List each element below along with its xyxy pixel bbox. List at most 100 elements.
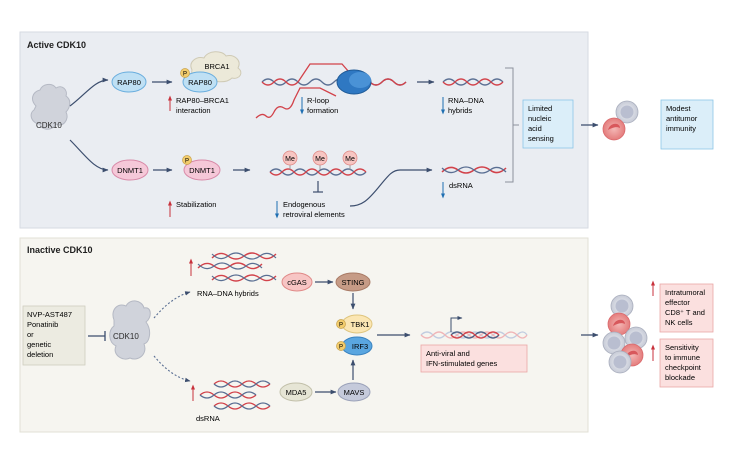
r-loop-line1: R-loop <box>307 96 329 105</box>
methyl-mark: Me <box>342 150 358 170</box>
rap80-brca1-interaction-note: RAP80–BRCA1 interaction <box>168 95 229 115</box>
effector-line2: effector <box>665 298 690 307</box>
tbk1-node: TBK1 P <box>336 314 373 334</box>
effector-line1: Intratumoral <box>665 288 705 297</box>
gene-dna-node <box>420 316 528 339</box>
mavs-node: MAVS <box>337 382 371 402</box>
inhibitor-line2: Ponatinib <box>27 320 58 329</box>
checkpoint-sensitivity-box: Sensitivity to immune checkpoint blockad… <box>651 338 714 388</box>
rap80-label: RAP80 <box>117 78 141 87</box>
active-panel-title: Active CDK10 <box>27 40 86 50</box>
erv-note: Endogenous retroviral elements <box>275 200 345 219</box>
effector-line3: CD8⁺ T and <box>665 308 705 317</box>
phospho-dnmt1-node: DNMT1 P <box>182 155 221 181</box>
checkpoint-line4: blockade <box>665 373 695 382</box>
phosphate-label: P <box>185 159 189 165</box>
dashed-arrow-to-dsrna <box>153 355 191 383</box>
outcome-line1: Modest <box>666 104 692 113</box>
cdk10-protein-icon: CDK10 <box>30 83 71 130</box>
stabilization-note: Stabilization <box>168 200 216 217</box>
hybrids-label: RNA–DNA hybrids <box>197 289 259 298</box>
methylated-dna-node: Me Me Me <box>269 150 367 176</box>
limited-sensing-box: Limited nucleic acid sensing <box>522 99 574 149</box>
me-label: Me <box>315 156 325 163</box>
sensing-line4: sensing <box>528 134 554 143</box>
mavs-label: MAVS <box>344 388 365 397</box>
checkpoint-line2: to immune <box>665 353 700 362</box>
phosphate-label: P <box>339 345 343 351</box>
grouping-bracket <box>505 67 519 183</box>
cdk10-protein-icon: CDK10 <box>109 300 151 360</box>
inhibitor-line5: deletion <box>27 350 53 359</box>
sting-node: STING <box>335 272 371 292</box>
inhibitor-box: NVP-AST487 Ponatinib or genetic deletion <box>22 305 86 366</box>
phosphate-label: P <box>183 72 187 78</box>
phosphate-label: P <box>339 323 343 329</box>
immune-cells-icon <box>602 100 639 141</box>
mda5-node: MDA5 <box>279 382 313 402</box>
dnmt1-label: DNMT1 <box>117 166 143 175</box>
immune-infiltrate-icon <box>602 294 648 374</box>
active-cdk10-panel: Active CDK10 CDK10 RAP80 BRCA1 RAP80 P <box>19 31 589 229</box>
erv-line2: retroviral elements <box>283 210 345 219</box>
r-loop-line2: formation <box>307 106 338 115</box>
phospho-rap80-node: RAP80 P <box>180 68 218 93</box>
inactive-cdk10-panel: Inactive CDK10 NVP-AST487 Ponatinib or g… <box>19 237 589 433</box>
rna-dna-hybrids-stack: RNA–DNA hybrids <box>189 252 277 298</box>
rap80-node: RAP80 <box>111 71 147 93</box>
antiviral-genes-box: Anti-viral and IFN-stimulated genes <box>420 344 528 373</box>
inhibitor-line4: genetic <box>27 340 51 349</box>
effector-line4: NK cells <box>665 318 693 327</box>
irf3-node: IRF3 P <box>336 336 373 356</box>
erv-line1: Endogenous <box>283 200 325 209</box>
rna-dna-hybrids-node: RNA–DNA hybrids <box>441 78 504 115</box>
inhibitor-line3: or <box>27 330 34 339</box>
cdk10-label: CDK10 <box>113 332 139 341</box>
sting-label: STING <box>342 278 365 287</box>
phospho-rap80-label: RAP80 <box>188 78 212 87</box>
phosphate-icon <box>182 155 192 165</box>
rap80-brca1-line1: RAP80–BRCA1 <box>176 96 229 105</box>
methyl-mark: Me <box>282 150 298 170</box>
cgas-node: cGAS <box>281 272 313 292</box>
r-loop-illustration: R-loop formation <box>255 63 407 119</box>
phospho-dnmt1-label: DNMT1 <box>189 166 215 175</box>
checkpoint-line1: Sensitivity <box>665 343 699 352</box>
hybrids-line1: RNA–DNA <box>448 96 484 105</box>
genes-line1: Anti-viral and <box>426 349 470 358</box>
arrow-cdk10-rap80 <box>69 77 109 107</box>
me-label: Me <box>285 156 295 163</box>
inhibition-icon <box>313 181 323 193</box>
inactive-panel-title: Inactive CDK10 <box>27 245 93 255</box>
dsrna-node: dsRNA <box>441 166 507 199</box>
brca1-label: BRCA1 <box>204 62 229 71</box>
dashed-arrow-to-hybrids <box>153 291 191 319</box>
phosphate-icon <box>180 68 190 78</box>
stabilization-label: Stabilization <box>176 200 216 209</box>
rap80-brca1-line2: interaction <box>176 106 211 115</box>
cgas-label: cGAS <box>287 278 307 287</box>
inhibition-icon <box>88 331 106 341</box>
sensing-line1: Limited <box>528 104 552 113</box>
dsrna-label: dsRNA <box>449 181 473 190</box>
genes-line2: IFN-stimulated genes <box>426 359 498 368</box>
effector-cells-box: Intratumoral effector CD8⁺ T and NK cell… <box>651 280 714 333</box>
dsrna-stack: dsRNA <box>191 380 271 423</box>
hybrids-line2: hybrids <box>448 106 472 115</box>
tbk1-label: TBK1 <box>351 320 370 329</box>
dsrna-label: dsRNA <box>196 414 220 423</box>
me-label: Me <box>345 156 355 163</box>
arrow-erv-dsrna <box>349 167 433 207</box>
phosphate-icon <box>336 319 346 329</box>
inhibitor-line1: NVP-AST487 <box>27 310 72 319</box>
cdk10-label: CDK10 <box>36 121 62 130</box>
phosphate-icon <box>336 341 346 351</box>
modest-immunity-box: Modest antitumor immunity <box>660 99 714 150</box>
checkpoint-line3: checkpoint <box>665 363 702 372</box>
irf3-label: IRF3 <box>352 342 368 351</box>
sensing-line2: nucleic <box>528 114 552 123</box>
outcome-line2: antitumor <box>666 114 698 123</box>
dnmt1-node: DNMT1 <box>111 159 149 181</box>
transcription-start-icon <box>450 316 463 332</box>
